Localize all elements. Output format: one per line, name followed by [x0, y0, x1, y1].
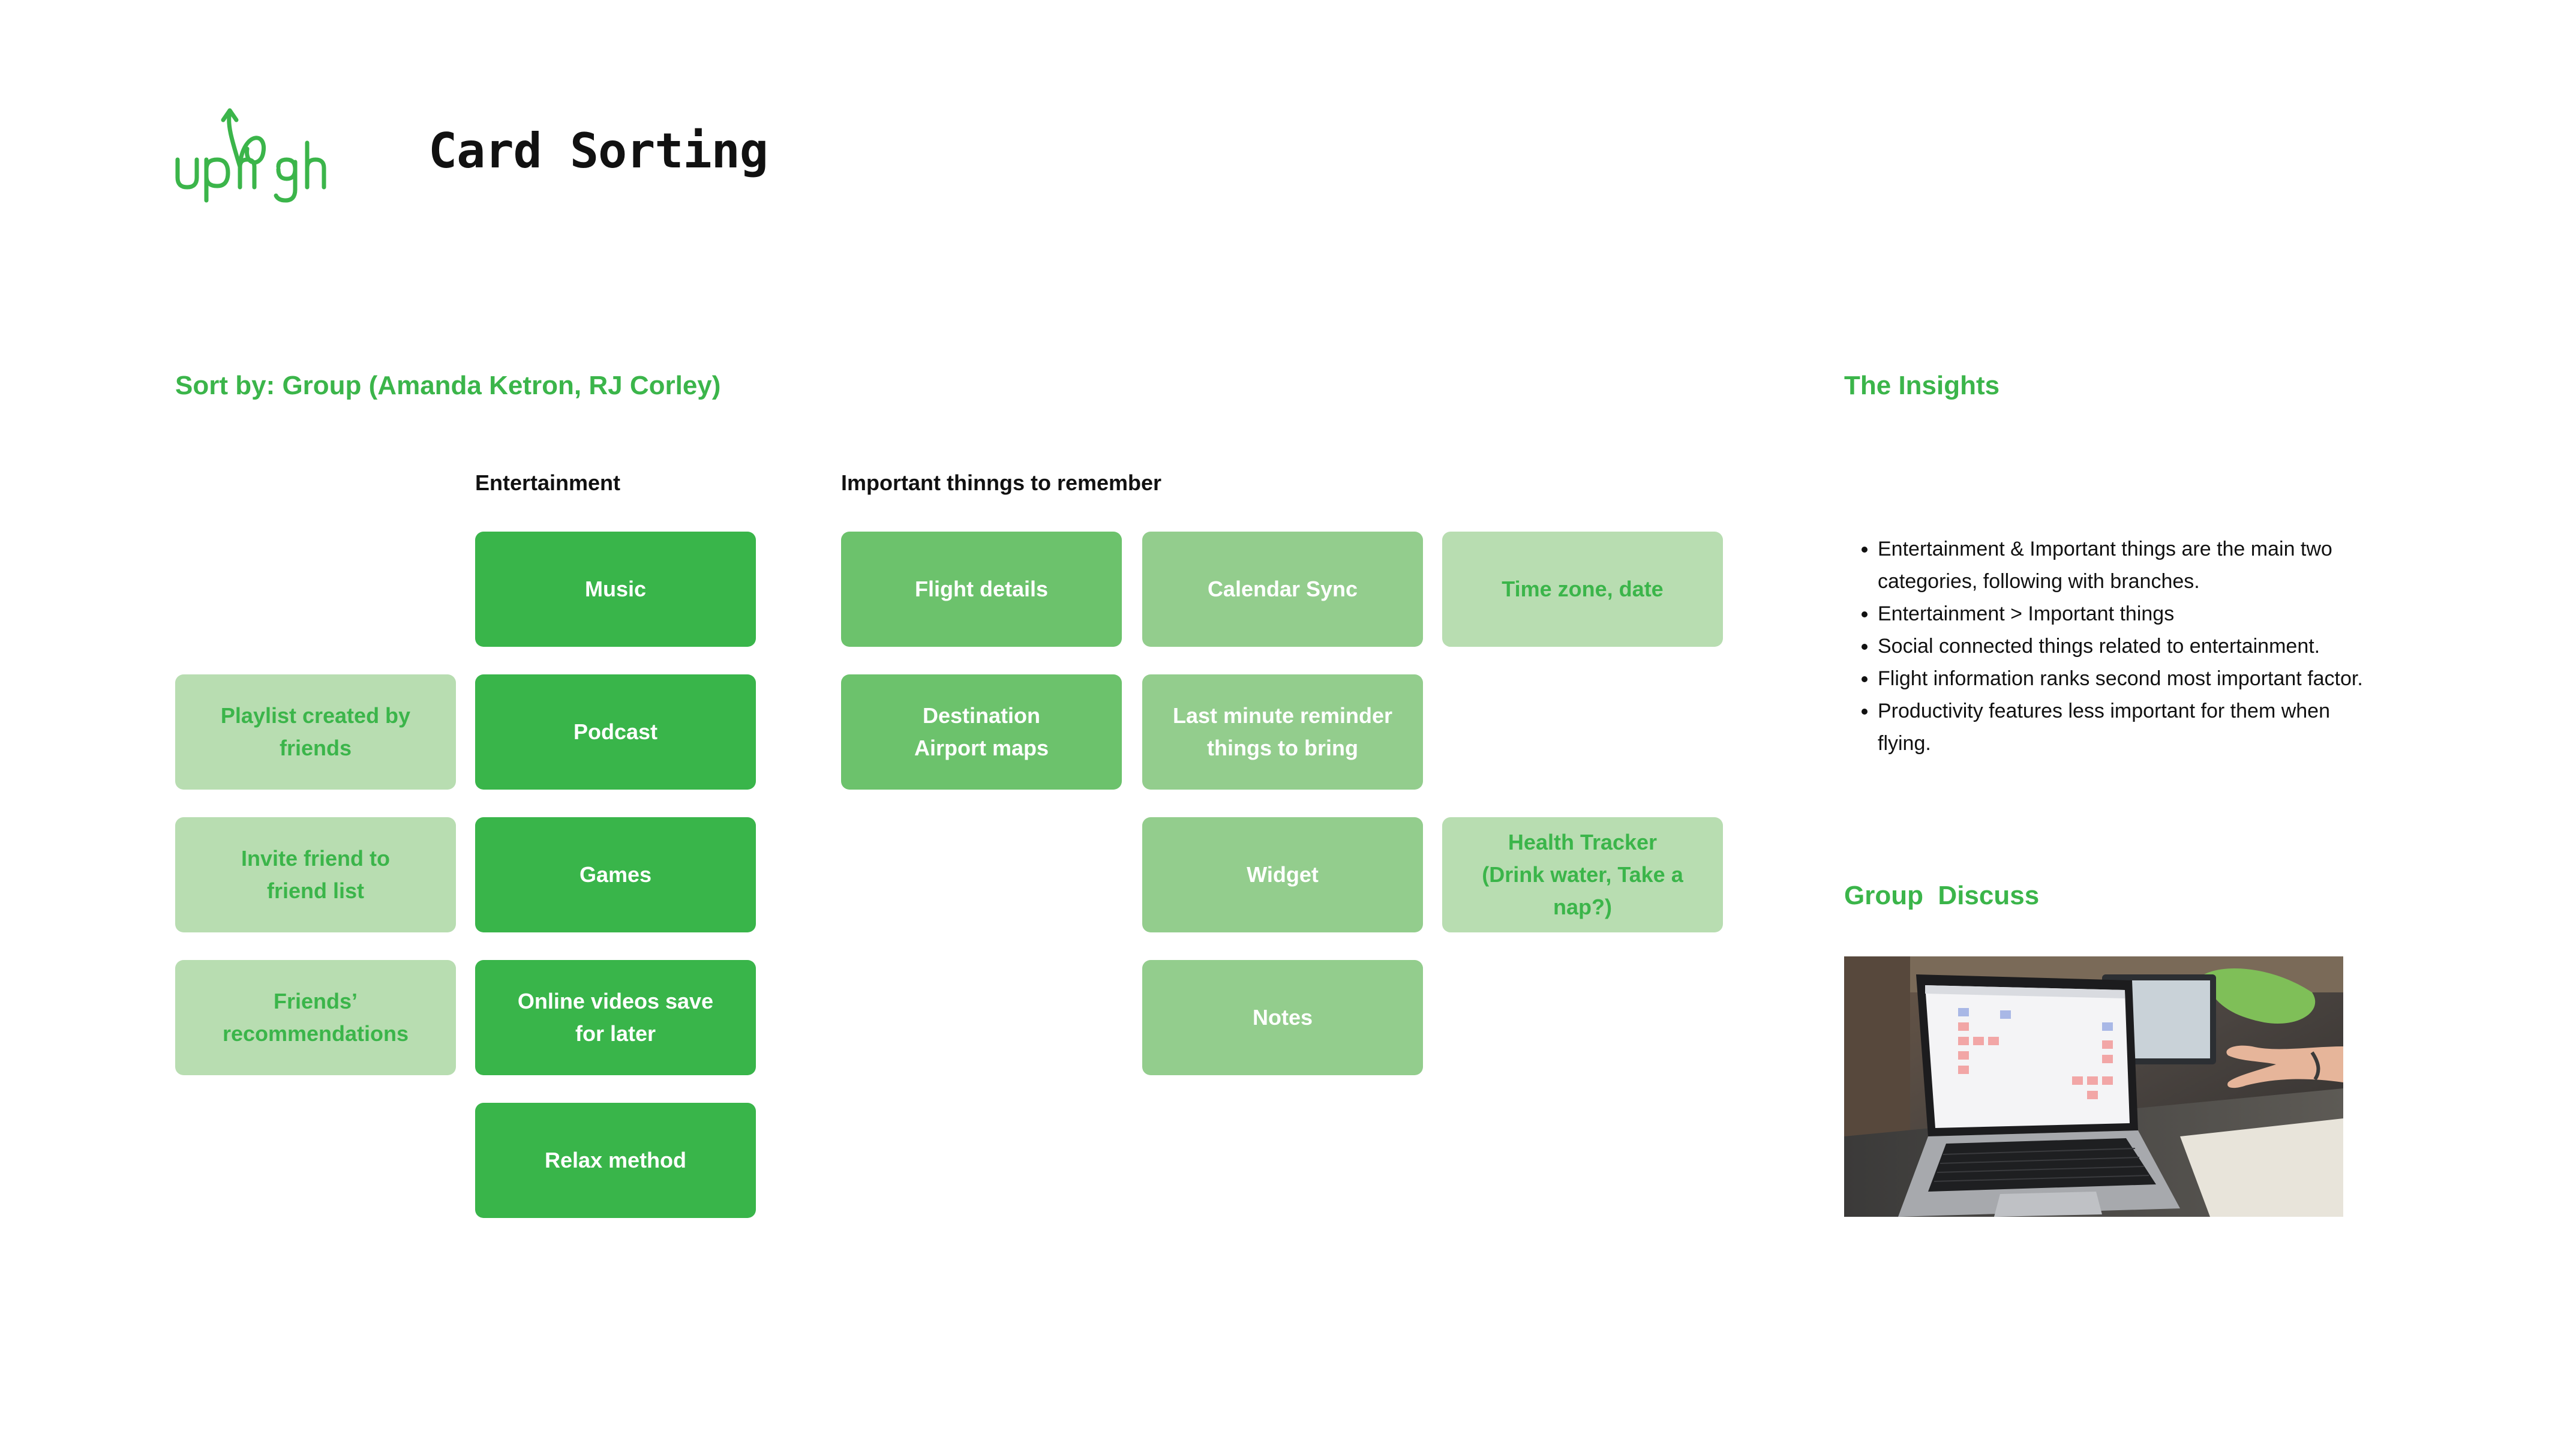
- insight-item: Productivity features less important for…: [1878, 695, 2376, 760]
- laptop-photo-icon: [1844, 956, 2343, 1217]
- card-widget[interactable]: Widget: [1142, 817, 1423, 932]
- insight-item: Entertainment & Important things are the…: [1878, 533, 2376, 598]
- group-discuss-photo: [1844, 956, 2343, 1217]
- card-last-minute-reminder[interactable]: Last minute reminder things to bring: [1142, 674, 1423, 790]
- insight-item: Social connected things related to enter…: [1878, 630, 2376, 662]
- card-health-tracker[interactable]: Health Tracker (Drink water, Take a nap?…: [1442, 817, 1723, 932]
- card-friends-recommendations[interactable]: Friends’ recommendations: [175, 960, 456, 1075]
- card-calendar-sync[interactable]: Calendar Sync: [1142, 532, 1423, 647]
- uphigh-logo: [173, 107, 329, 203]
- page-title: Card Sorting: [428, 123, 768, 179]
- card-playlist-friends[interactable]: Playlist created by friends: [175, 674, 456, 790]
- insights-list: Entertainment & Important things are the…: [1844, 533, 2376, 760]
- sort-heading: Sort by: Group (Amanda Ketron, RJ Corley…: [175, 371, 721, 400]
- card-music[interactable]: Music: [475, 532, 756, 647]
- insight-item: Flight information ranks second most imp…: [1878, 662, 2376, 695]
- entertainment-column-heading: Entertainment: [475, 470, 621, 495]
- important-things-column-heading: Important thinngs to remember: [841, 470, 1162, 495]
- card-podcast[interactable]: Podcast: [475, 674, 756, 790]
- uphigh-logo-icon: [175, 108, 326, 203]
- group-discuss-heading: Group Discuss: [1844, 881, 2040, 910]
- insight-item: Entertainment > Important things: [1878, 598, 2376, 630]
- card-time-zone[interactable]: Time zone, date: [1442, 532, 1723, 647]
- card-invite-friend[interactable]: Invite friend to friend list: [175, 817, 456, 932]
- insights-heading: The Insights: [1844, 371, 2000, 400]
- card-online-videos[interactable]: Online videos save for later: [475, 960, 756, 1075]
- card-notes[interactable]: Notes: [1142, 960, 1423, 1075]
- card-flight-details[interactable]: Flight details: [841, 532, 1122, 647]
- card-destination-maps[interactable]: Destination Airport maps: [841, 674, 1122, 790]
- card-relax-method[interactable]: Relax method: [475, 1103, 756, 1218]
- card-games[interactable]: Games: [475, 817, 756, 932]
